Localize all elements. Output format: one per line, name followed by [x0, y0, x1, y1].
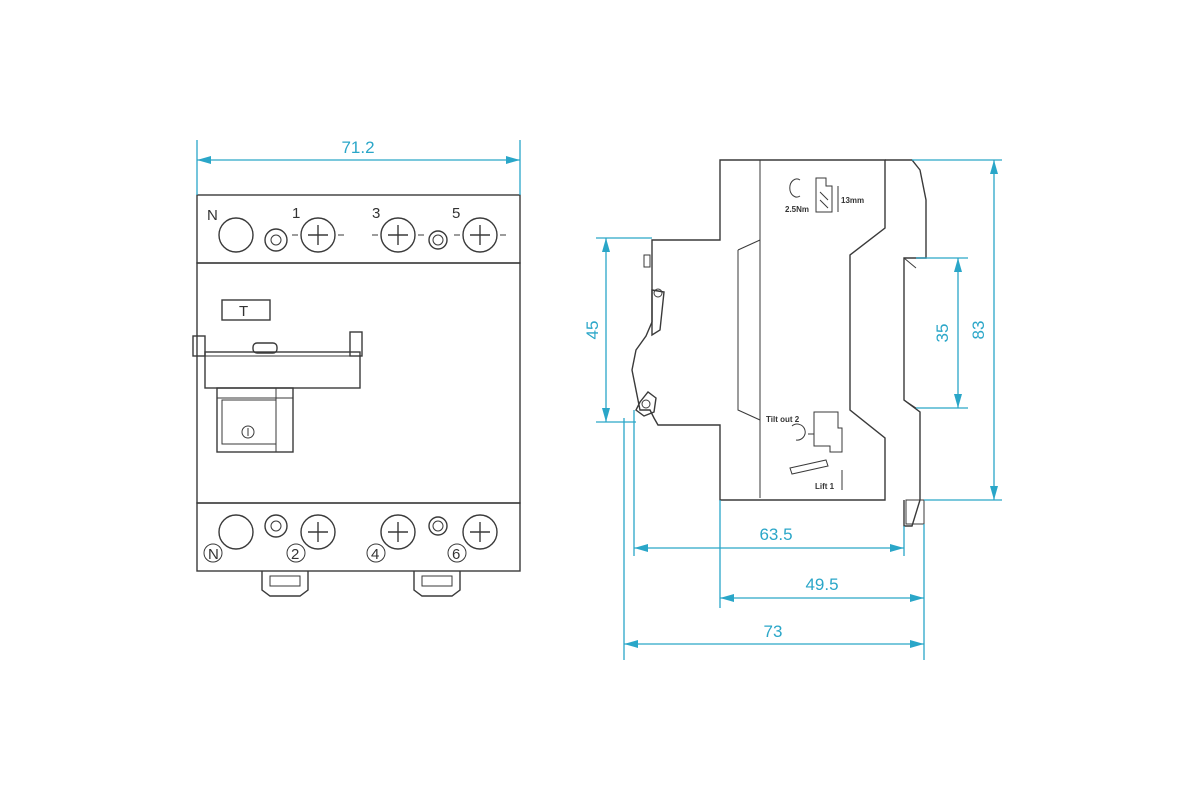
side-lever: [651, 289, 665, 337]
label-4: 4: [371, 546, 379, 563]
screw-terminal-5: [462, 217, 498, 253]
dim-height-handle: 45: [583, 321, 602, 340]
tilt-icon: [791, 423, 806, 441]
label-6: 6: [452, 546, 460, 563]
label-1: 1: [292, 205, 300, 222]
test-button-label: T: [239, 303, 248, 320]
strip-length-icon: [815, 177, 833, 213]
torque-icon: [789, 178, 801, 198]
screw-terminal-3: [380, 217, 416, 253]
neutral-terminal-top: [218, 217, 254, 253]
bottom-terminal-block: [196, 502, 521, 572]
mounting-diagram: [813, 411, 843, 453]
din-rail-clip: [885, 159, 927, 527]
screw-terminal-4: [380, 514, 416, 550]
label-3: 3: [372, 205, 380, 222]
tilt-label: Tilt out 2: [766, 415, 800, 424]
strip-length-label: 13mm: [841, 196, 864, 205]
dim-depth-2: 49.5: [805, 575, 838, 594]
toggle-bar: [204, 351, 361, 389]
torque-label: 2.5Nm: [785, 205, 809, 214]
screwdriver-icon: [789, 459, 829, 475]
dim-depth-3: 73: [764, 622, 783, 641]
side-housing: [631, 159, 886, 501]
screw-terminal-1: [300, 217, 336, 253]
din-clip-right: [413, 571, 461, 597]
neutral-terminal-bottom: [218, 514, 254, 550]
din-clip-left: [261, 571, 309, 597]
label-2: 2: [291, 546, 299, 563]
indicator-top-2: [428, 230, 448, 250]
label-5: 5: [452, 205, 460, 222]
dim-rail: 35: [933, 324, 952, 343]
label-n-bottom: N: [208, 546, 219, 563]
dimension-lines: 71.2 45 35 83 63.5: [196, 138, 1002, 660]
dim-width-front: 71.2: [341, 138, 374, 157]
operating-handle: [216, 387, 294, 453]
indicator-top-1: [264, 228, 288, 252]
side-view: 2.5Nm 13mm Tilt out 2 Lift 1: [631, 159, 927, 527]
screw-terminal-6: [462, 514, 498, 550]
test-button: [221, 299, 271, 321]
screw-terminal-2: [300, 514, 336, 550]
label-n-top: N: [207, 207, 218, 224]
main-body: [196, 262, 521, 504]
front-view: N 1 3 5 T N 2 4 6: [192, 194, 521, 597]
dim-depth-1: 63.5: [759, 525, 792, 544]
dim-height-total: 83: [969, 321, 988, 340]
lift-label: Lift 1: [815, 482, 835, 491]
